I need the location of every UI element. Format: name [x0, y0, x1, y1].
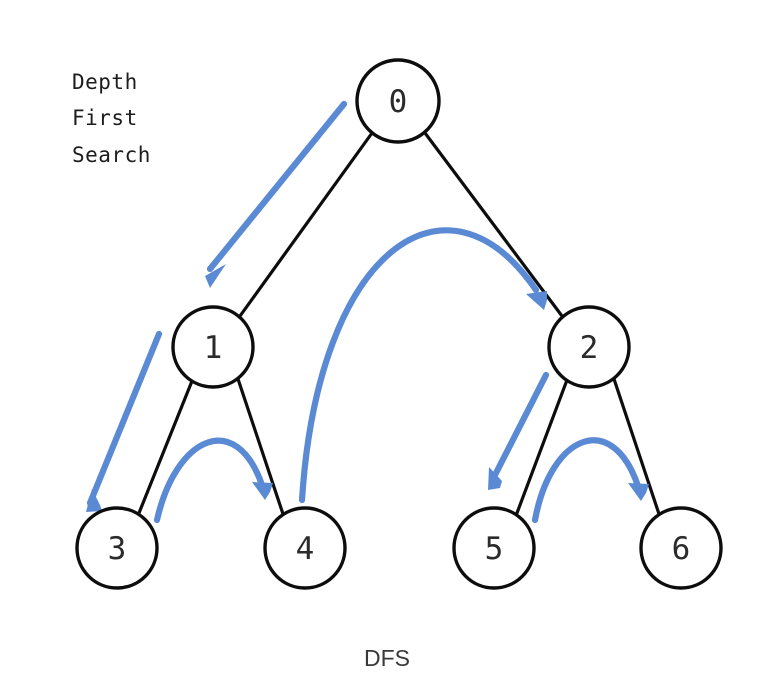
node-6-circle[interactable]: [639, 506, 723, 590]
node-1[interactable]: 1: [171, 305, 255, 389]
dfs-arrow-3-to-4: [153, 437, 273, 524]
dfs-arrow-0-to-1: [205, 100, 348, 288]
dfs-arrow-5-to-6: [531, 437, 649, 524]
node-3-label: 3: [108, 531, 127, 567]
diagram-caption: DFS: [364, 645, 410, 671]
tree-edge-2-6: [612, 377, 661, 516]
node-2-circle[interactable]: [547, 305, 631, 389]
annotation-line-depth: Depth: [72, 70, 138, 94]
tree-nodes: 0 1 2 3 4 5: [75, 58, 723, 590]
node-3[interactable]: 3: [75, 506, 159, 590]
node-4-circle[interactable]: [263, 506, 347, 590]
node-4[interactable]: 4: [263, 506, 347, 590]
node-0-circle[interactable]: [355, 58, 441, 144]
node-6[interactable]: 6: [639, 506, 723, 590]
node-5-circle[interactable]: [452, 506, 536, 590]
annotation-line-first: First: [72, 106, 138, 130]
tree-edge-1-4: [236, 377, 285, 516]
node-5-label: 5: [485, 531, 504, 567]
dfs-arrow-1-to-3: [86, 330, 163, 512]
node-0[interactable]: 0: [355, 58, 441, 144]
tree-edge-2-5: [515, 378, 569, 515]
tree-edges: [137, 131, 661, 516]
node-3-circle[interactable]: [75, 506, 159, 590]
node-4-label: 4: [296, 531, 315, 567]
node-1-label: 1: [204, 330, 223, 366]
tree-edge-1-3: [137, 379, 194, 515]
annotation-line-search: Search: [72, 143, 151, 167]
tree-edge-0-2: [423, 131, 564, 318]
node-1-circle[interactable]: [171, 305, 255, 389]
node-0-label: 0: [389, 84, 408, 120]
dfs-arrow-2-to-5: [488, 371, 550, 490]
dfs-traversal-arrows: [86, 100, 649, 524]
node-6-label: 6: [672, 531, 691, 567]
dfs-arrow-4-to-2: [298, 227, 547, 504]
node-2[interactable]: 2: [547, 305, 631, 389]
tree-edge-0-1: [238, 131, 374, 318]
node-2-label: 2: [580, 330, 599, 366]
node-5[interactable]: 5: [452, 506, 536, 590]
